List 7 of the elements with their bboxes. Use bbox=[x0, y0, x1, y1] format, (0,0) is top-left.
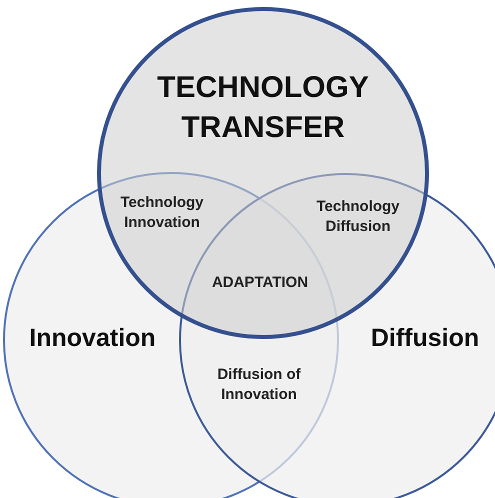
circle-title: Diffusion bbox=[370, 323, 480, 354]
overlap-label: Diffusion of Innovation bbox=[216, 365, 302, 405]
overlap-label: Technology Innovation bbox=[119, 193, 205, 233]
circle-title: Innovation bbox=[28, 323, 157, 354]
circle-title: TECHNOLOGY TRANSFER bbox=[156, 70, 370, 146]
overlap-label: Technology Diffusion bbox=[315, 197, 401, 237]
overlap-label: ADAPTATION bbox=[210, 273, 310, 293]
